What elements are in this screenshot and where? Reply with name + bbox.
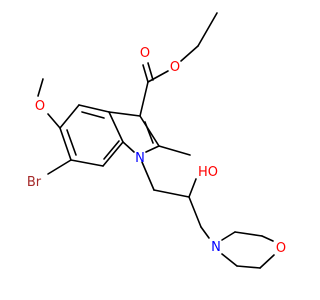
atom-o-carbonyl: O: [140, 46, 150, 61]
bond-c5-c6: [59, 127, 72, 161]
bond-choh-oh: [188, 178, 197, 198]
bond-ch2-n-morph: [200, 226, 210, 239]
bond-c-o-double-1: [142, 64, 149, 83]
bond-c3-c2-inner: [144, 121, 154, 144]
atom-oh: HO: [198, 165, 218, 180]
bond-morph-c1-c2: [234, 231, 263, 237]
bond-n-ch2: [141, 161, 155, 191]
bond-carbonyl-c3: [139, 81, 149, 117]
atom-n-indole: N: [135, 151, 145, 166]
molecule-structure: O O O Br N HO N O: [27, 12, 286, 269]
bond-morph-c3-c4: [236, 265, 261, 269]
atom-o-methoxy: O: [35, 99, 45, 114]
bond-c6-br: [47, 159, 72, 175]
bond-ethyl-ch2-o: [180, 45, 199, 62]
bond-c3a-c7a: [108, 111, 124, 143]
bond-choh-ch2: [188, 196, 202, 228]
bond-morph-n-c1: [221, 231, 236, 241]
atom-br: Br: [27, 175, 42, 190]
bond-c7-c7a-inner: [103, 140, 120, 160]
bond-c4-c5: [59, 104, 80, 129]
molecule-canvas: O O O Br N HO N O: [27, 12, 286, 269]
bond-c3-c2: [139, 115, 160, 147]
atom-o-morpholine: O: [276, 241, 286, 256]
bond-morph-c2-o: [261, 235, 274, 242]
bond-c2-n: [145, 145, 160, 153]
bond-n-c7a: [122, 141, 135, 153]
bond-c2-methyl: [158, 145, 191, 156]
atom-n-morpholine: N: [211, 240, 221, 255]
bonds: [37, 12, 275, 269]
bond-c3a-c4: [78, 104, 110, 113]
bond-c3a-c3: [108, 111, 141, 117]
bond-ch2-choh: [153, 189, 190, 198]
bond-morph-o-c3: [259, 254, 275, 269]
bond-c-o-double-2: [147, 62, 154, 81]
atom-o-ester: O: [170, 60, 180, 75]
bond-c6-c7: [70, 159, 104, 167]
bond-o-methoxy-ch3: [37, 78, 44, 97]
bond-c5-c6-inner: [66, 129, 77, 156]
bond-c5-o-methoxy: [47, 113, 61, 129]
atom-labels: O O O Br N HO N O: [27, 46, 286, 256]
bond-morph-c4-n: [221, 253, 238, 267]
bond-c3a-c4-inner: [81, 111, 105, 119]
bond-c7-c7a: [102, 141, 124, 167]
bond-o-carbonyl-c: [147, 70, 169, 83]
bond-ethyl-ch3: [197, 12, 218, 47]
